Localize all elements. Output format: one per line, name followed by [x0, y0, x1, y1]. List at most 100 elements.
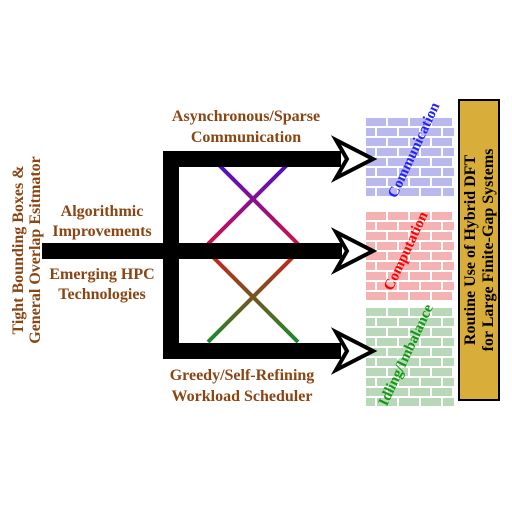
brick [432, 388, 452, 396]
brick [388, 328, 408, 336]
brick [421, 338, 441, 346]
brick [399, 358, 419, 366]
brick [421, 262, 441, 270]
wall-computation [366, 212, 454, 300]
brick [366, 222, 375, 230]
brick [366, 368, 386, 376]
brick [366, 328, 386, 336]
brick [432, 118, 452, 126]
crossing-lines [206, 152, 300, 344]
brick [366, 358, 375, 366]
brick [432, 232, 452, 240]
brick [377, 188, 397, 196]
brick [377, 358, 397, 366]
brick [410, 292, 430, 300]
bottom-arrow-head [330, 327, 378, 375]
brick [421, 222, 441, 230]
brick [421, 128, 441, 136]
top-arrow-shaft [163, 151, 341, 167]
brick [410, 388, 430, 396]
brick [399, 128, 419, 136]
brick [366, 308, 386, 316]
brick [388, 178, 408, 186]
brick [410, 368, 430, 376]
brick [366, 212, 386, 220]
brick [377, 338, 397, 346]
brick [443, 282, 454, 290]
brick [366, 348, 386, 356]
brick [432, 368, 452, 376]
brick [366, 292, 386, 300]
brick [399, 398, 419, 406]
label-hpc-line2: Technologies [58, 286, 145, 303]
brick [410, 158, 430, 166]
brick [432, 292, 452, 300]
label-greedy-line1: Greedy/Self-Refining [170, 367, 315, 384]
cross-line-mid-right-to-bottom [206, 250, 300, 344]
brick [388, 138, 408, 146]
brick [432, 328, 452, 336]
brick [366, 338, 375, 346]
main-arrow-shaft [42, 243, 342, 259]
brick [366, 318, 375, 326]
brick [388, 252, 408, 260]
vertical-bar [163, 151, 179, 359]
brick [377, 318, 397, 326]
brick [432, 178, 452, 186]
brick [366, 118, 386, 126]
brick [399, 378, 419, 386]
brick [410, 118, 430, 126]
brick [421, 318, 441, 326]
brick [443, 262, 454, 270]
brick [366, 128, 375, 136]
brick [388, 348, 408, 356]
brick [388, 212, 408, 220]
brick [421, 398, 441, 406]
label-algorithmic-line2: Improvements [52, 223, 151, 240]
brick [366, 232, 386, 240]
wall-communication [366, 118, 454, 196]
brick [366, 138, 386, 146]
brick [432, 138, 452, 146]
brick [388, 292, 408, 300]
brick [443, 128, 454, 136]
brick [443, 318, 454, 326]
brick [399, 242, 419, 250]
brick [366, 158, 386, 166]
label-algorithmic-line1: Algorithmic [61, 203, 144, 220]
top-arrow-head [330, 135, 378, 183]
brick [432, 272, 452, 280]
cross-line-top-right-to-mid [206, 152, 300, 246]
brick [443, 188, 454, 196]
brick [366, 272, 386, 280]
left-label-line1: Tight Bounding Boxes & [10, 165, 27, 334]
middle-arrow-head [330, 227, 378, 275]
brick [443, 378, 454, 386]
brick [388, 158, 408, 166]
brick [377, 262, 397, 270]
brick [421, 188, 441, 196]
brick [366, 188, 375, 196]
brick [377, 378, 397, 386]
brick [410, 328, 430, 336]
left-label-line2: General Overlap Esitmator [27, 156, 44, 344]
banner-line2: for Large Finite-Gap Systems [480, 149, 497, 352]
left-label: Tight Bounding Boxes & General Overlap E… [10, 156, 44, 344]
brick [388, 272, 408, 280]
brick [388, 232, 408, 240]
brick [366, 148, 375, 156]
banner-line1: Routine Use of Hybrid DFT [462, 155, 479, 346]
brick [421, 148, 441, 156]
brick [432, 348, 452, 356]
brick [399, 318, 419, 326]
label-hpc-line1: Emerging HPC [49, 266, 154, 283]
brick [410, 178, 430, 186]
brick [421, 242, 441, 250]
brick [443, 242, 454, 250]
brick [410, 212, 430, 220]
brick [432, 252, 452, 260]
brick [366, 168, 375, 176]
brick [399, 168, 419, 176]
label-async-line1: Asynchronous/Sparse [172, 108, 320, 125]
